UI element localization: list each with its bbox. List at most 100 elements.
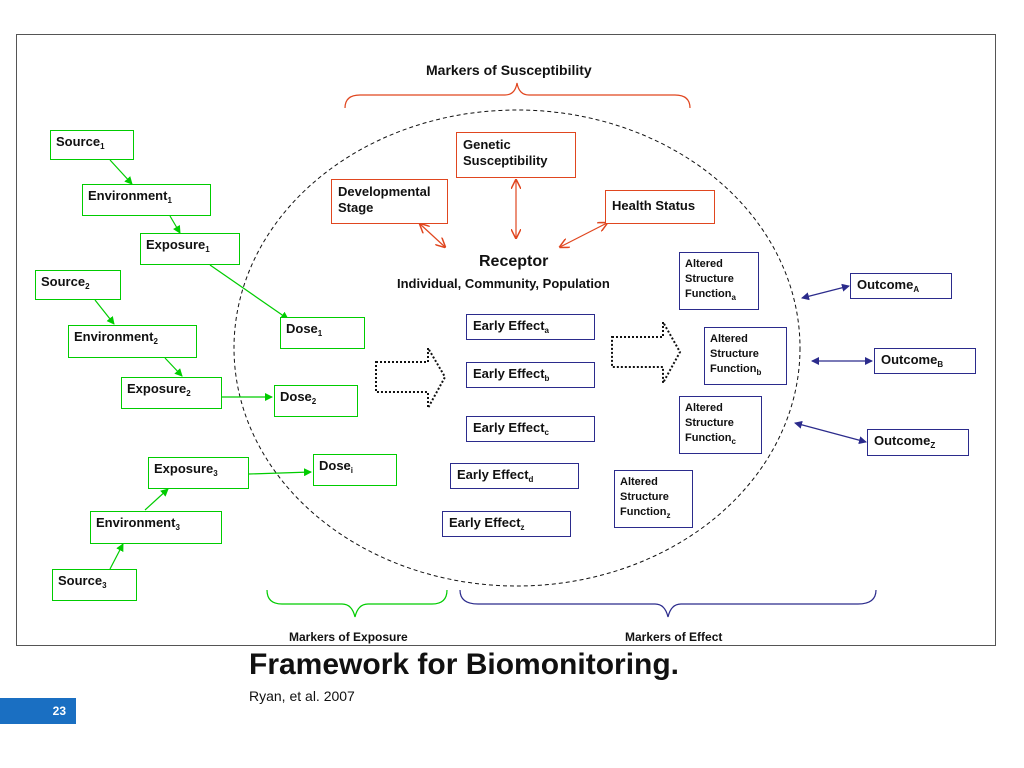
altered-structure-c-box: Altered Structure Functionc bbox=[679, 396, 762, 454]
exposure-1-sub: 1 bbox=[205, 245, 210, 254]
altered-b-line1: Altered bbox=[710, 333, 748, 345]
altered-structure-b-box: Altered Structure Functionb bbox=[704, 327, 787, 385]
arrow-source2-env2 bbox=[94, 299, 115, 325]
source-2-sub: 2 bbox=[85, 282, 90, 291]
source-2-box: Source2 bbox=[35, 270, 121, 300]
environment-3-label: Environment bbox=[96, 515, 176, 530]
dose-i-label: Dose bbox=[319, 458, 351, 473]
altered-z-line2: Structure bbox=[620, 491, 669, 503]
slide-citation: Ryan, et al. 2007 bbox=[249, 688, 355, 704]
source-1-sub: 1 bbox=[100, 142, 105, 151]
markers-susceptibility-label: Markers of Susceptibility bbox=[426, 62, 592, 78]
outcome-b-label: Outcome bbox=[881, 352, 938, 367]
altered-a-line1: Altered bbox=[685, 258, 723, 270]
exposure-2-label: Exposure bbox=[127, 381, 187, 396]
altered-a-line3: Function bbox=[685, 288, 732, 300]
dose-1-box: Dose1 bbox=[280, 317, 365, 349]
environment-2-sub: 2 bbox=[153, 337, 158, 346]
outcome-a-label: Outcome bbox=[857, 277, 914, 292]
outcome-z-sub: Z bbox=[930, 441, 936, 450]
early-effect-d-label: Early Effect bbox=[457, 467, 529, 482]
dose-1-sub: 1 bbox=[317, 329, 323, 338]
exposure-3-sub: 3 bbox=[213, 469, 218, 478]
early-effect-d-sub: d bbox=[528, 475, 534, 484]
early-effect-b-label: Early Effect bbox=[473, 366, 545, 381]
environment-2-label: Environment bbox=[74, 329, 154, 344]
genetic-line2: Susceptibility bbox=[463, 153, 548, 168]
dose-2-sub: 2 bbox=[311, 397, 317, 406]
altered-structure-a-box: Altered Structure Functiona bbox=[679, 252, 759, 310]
environment-3-sub: 3 bbox=[175, 523, 180, 532]
source-1-label: Source bbox=[56, 134, 101, 149]
altered-structure-z-box: Altered Structure Functionz bbox=[614, 470, 693, 528]
dose-1-label: Dose bbox=[286, 321, 318, 336]
source-3-label: Source bbox=[58, 573, 103, 588]
arrow-outcomeA bbox=[801, 283, 850, 301]
early-effect-a-sub: a bbox=[544, 326, 549, 335]
developmental-line1: Developmental bbox=[338, 184, 431, 199]
arrow-source1-env1 bbox=[109, 159, 133, 185]
dose-i-box: Dosei bbox=[313, 454, 397, 486]
early-effect-a-label: Early Effect bbox=[473, 318, 545, 333]
outcome-z-label: Outcome bbox=[874, 433, 931, 448]
health-status-box: Health Status bbox=[605, 190, 715, 224]
environment-3-box: Environment3 bbox=[90, 511, 222, 544]
early-effect-z-box: Early Effectz bbox=[442, 511, 571, 537]
altered-b-sub: b bbox=[756, 368, 762, 377]
environment-1-sub: 1 bbox=[167, 196, 172, 205]
arrow-env3-exp3 bbox=[144, 488, 169, 511]
altered-a-line2: Structure bbox=[685, 273, 734, 285]
altered-z-line3: Function bbox=[620, 506, 667, 518]
early-effect-a-box: Early Effecta bbox=[466, 314, 595, 340]
genetic-susceptibility-box: Genetic Susceptibility bbox=[456, 132, 576, 178]
developmental-stage-box: Developmental Stage bbox=[331, 179, 448, 224]
arrow-outcomeZ bbox=[794, 420, 867, 445]
dose-i-sub: i bbox=[350, 466, 354, 475]
arrow-exp3-dosei bbox=[248, 468, 312, 477]
markers-exposure-label: Markers of Exposure bbox=[289, 630, 408, 644]
arrow-exp1-dose1 bbox=[209, 264, 289, 320]
flow-arrow-effect-to-structure bbox=[611, 318, 682, 384]
dose-2-label: Dose bbox=[280, 389, 312, 404]
flow-arrow-exposure-to-effect bbox=[375, 344, 447, 409]
source-2-label: Source bbox=[41, 274, 86, 289]
arrow-health-receptor bbox=[560, 223, 607, 247]
health-status-label: Health Status bbox=[612, 198, 696, 213]
altered-b-line2: Structure bbox=[710, 348, 759, 360]
slide-frame bbox=[16, 34, 996, 646]
genetic-line1: Genetic bbox=[463, 137, 511, 152]
outcome-b-box: OutcomeB bbox=[874, 348, 976, 374]
dose-2-box: Dose2 bbox=[274, 385, 358, 417]
altered-z-line1: Altered bbox=[620, 476, 658, 488]
environment-1-box: Environment1 bbox=[82, 184, 211, 216]
source-3-box: Source3 bbox=[52, 569, 137, 601]
page-number-badge: 23 bbox=[0, 698, 76, 724]
altered-c-line2: Structure bbox=[685, 417, 734, 429]
arrow-env1-exp1 bbox=[169, 215, 181, 234]
exposure-2-sub: 2 bbox=[186, 389, 191, 398]
outcome-z-box: OutcomeZ bbox=[867, 429, 969, 456]
receptor-title: Receptor bbox=[479, 253, 549, 270]
early-effect-c-label: Early Effect bbox=[473, 420, 545, 435]
source-1-box: Source1 bbox=[50, 130, 134, 160]
early-effect-c-box: Early Effectc bbox=[466, 416, 595, 442]
altered-c-line3: Function bbox=[685, 432, 732, 444]
exposure-1-box: Exposure1 bbox=[140, 233, 240, 265]
environment-1-label: Environment bbox=[88, 188, 168, 203]
early-effect-b-box: Early Effectb bbox=[466, 362, 595, 388]
exposure-brace bbox=[266, 589, 448, 618]
outcome-a-sub: A bbox=[913, 285, 920, 294]
altered-c-line1: Altered bbox=[685, 402, 723, 414]
early-effect-z-label: Early Effect bbox=[449, 515, 521, 530]
arrow-env2-exp2 bbox=[164, 357, 183, 377]
exposure-3-box: Exposure3 bbox=[148, 457, 249, 489]
altered-b-line3: Function bbox=[710, 363, 757, 375]
receptor-subtitle: Individual, Community, Population bbox=[397, 276, 610, 291]
altered-z-sub: z bbox=[666, 511, 671, 520]
environment-2-box: Environment2 bbox=[68, 325, 197, 358]
source-3-sub: 3 bbox=[102, 581, 107, 590]
receptor-boundary bbox=[233, 109, 801, 587]
early-effect-b-sub: b bbox=[544, 374, 550, 383]
exposure-3-label: Exposure bbox=[154, 461, 214, 476]
altered-a-sub: a bbox=[731, 293, 736, 302]
